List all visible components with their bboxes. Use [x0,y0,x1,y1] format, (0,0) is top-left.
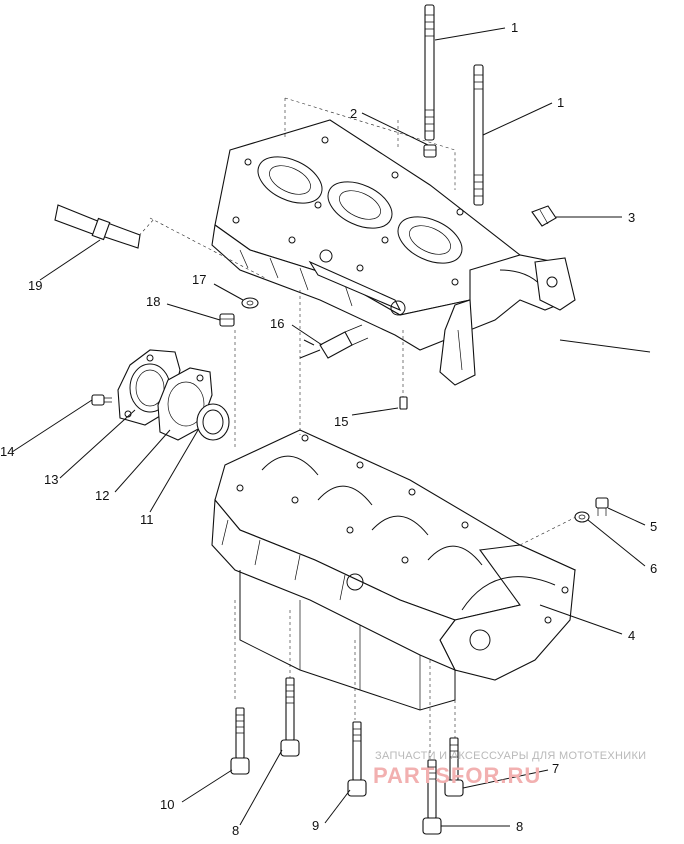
callout-8-right: 8 [516,819,523,834]
callout-7: 7 [552,761,559,776]
callout-10: 10 [160,797,174,812]
bolt-item-9 [347,721,367,797]
watermark-brand: PARTSFOR.RU [373,763,541,788]
nut-item-2 [423,144,437,158]
watermark-tagline: ЗАПЧАСТИ И АКСЕССУАРЫ ДЛЯ МОТОТЕХНИКИ [375,750,646,762]
callout-19: 19 [28,278,42,293]
callout-12: 12 [95,488,109,503]
washer-item-17 [241,297,259,309]
callout-3: 3 [628,210,635,225]
alignment-lines-lower [234,290,581,760]
alignment-lines-upper [134,97,456,279]
bolt-item-10 [230,707,250,775]
sensor-item-16 [299,324,369,359]
lower-crankcase [211,429,577,711]
upper-crankcase [211,119,576,386]
callout-16: 16 [270,316,284,331]
callout-9: 9 [312,818,319,833]
callout-8-left: 8 [232,823,239,838]
stud-long [424,4,435,141]
callout-2: 2 [350,106,357,121]
callout-17: 17 [192,272,206,287]
callout-11: 11 [140,512,154,527]
bolt-item-7 [444,737,464,797]
callout-labels: 1 1 2 3 4 5 6 7 8 8 9 10 11 12 13 14 15 … [0,20,657,838]
bolt-item-14 [91,394,112,406]
oil-seal-item-11 [196,403,230,441]
bolt-item-5 [595,497,609,516]
watermark: ЗАПЧАСТИ И АКСЕССУАРЫ ДЛЯ МОТОТЕХНИКИ PA… [373,750,646,788]
callout-18: 18 [146,294,160,309]
bolt-item-8-left [280,677,300,757]
callout-15: 15 [334,414,348,429]
stud-short [473,64,484,206]
callout-1-lower: 1 [557,95,564,110]
plug-item-18 [219,313,235,327]
bolt-item-8-right [422,759,442,835]
callout-1-upper: 1 [511,20,518,35]
callout-14: 14 [0,444,14,459]
washer-item-6 [574,511,590,523]
callout-4: 4 [628,628,635,643]
pin-item-15 [399,330,408,410]
grommet-item-3 [531,205,557,227]
callout-6: 6 [650,561,657,576]
hose-item-19 [54,204,141,249]
callout-13: 13 [44,472,58,487]
callout-5: 5 [650,519,657,534]
leader-lines [11,27,651,827]
